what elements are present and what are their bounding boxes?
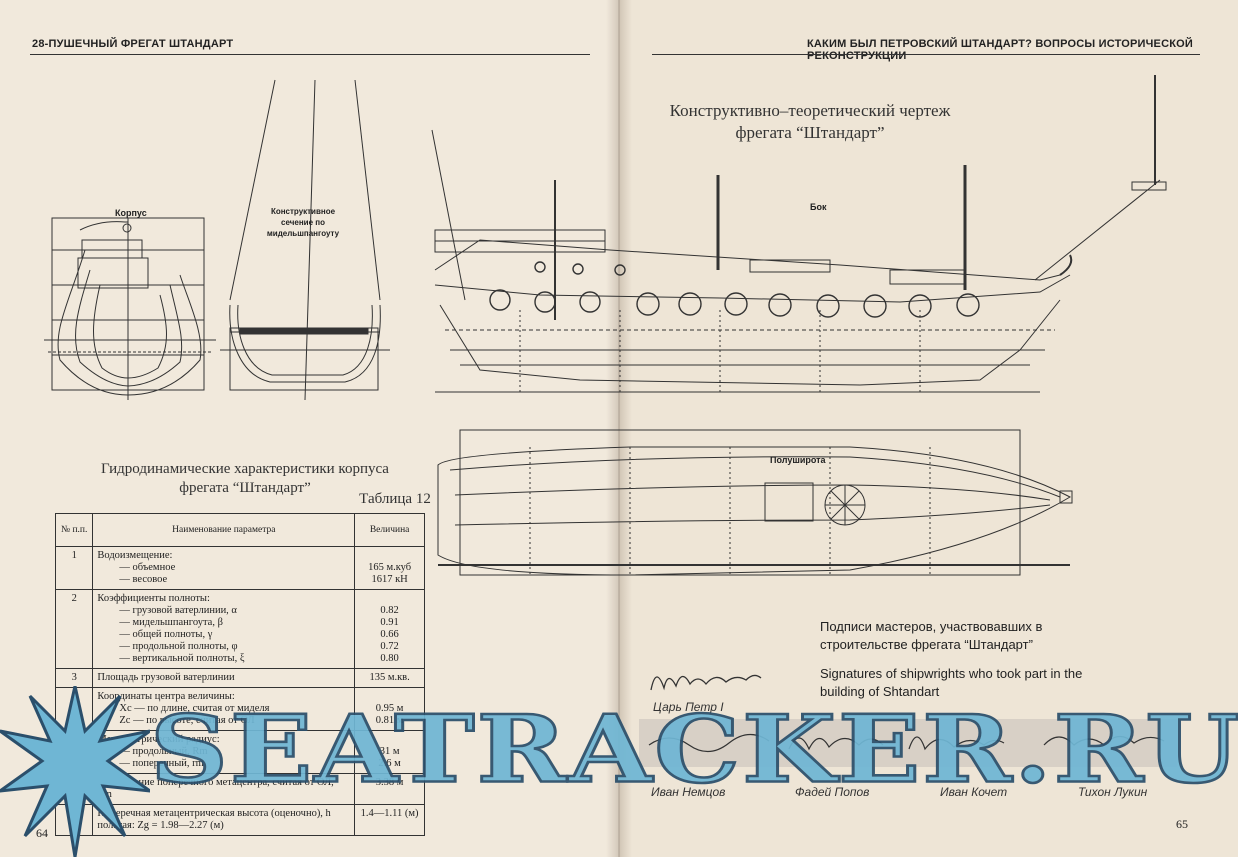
signature-name-lukin: Тихон Лукин — [1078, 785, 1148, 799]
table-title: Гидродинамические характеристики корпуса… — [101, 461, 389, 496]
watermark-text: SEATRACKER.RU — [149, 694, 1238, 805]
param-line: Xc — по длине, считая от миделя — [119, 703, 270, 714]
row-value: 0.82 0.91 0.66 0.72 0.80 — [354, 589, 425, 669]
param-line: — весовое — [119, 574, 168, 585]
param-line: Коэффициенты полноты: — [97, 593, 210, 604]
peter-signature — [650, 674, 762, 691]
value-line: 0.66 — [380, 629, 399, 640]
value-line: 0.95 м — [375, 703, 404, 714]
param-line: — поперечный, rm — [119, 758, 204, 769]
param-line: — грузовой ватерлинии, α — [119, 605, 237, 616]
watermark-star-icon — [0, 686, 150, 857]
section-label: Конструктивное сечение по мидельшпангоут… — [266, 207, 340, 238]
param-line: Zc — по высоте, считая от ОЛ — [119, 715, 255, 726]
table-row: 2 Коэффициенты полноты: — грузовой ватер… — [54, 589, 425, 669]
side-view-label: Бок — [810, 202, 827, 212]
row-parameter: Площадь грузовой ватерлинии — [92, 668, 356, 688]
value-line: 0.72 — [380, 641, 399, 652]
param-line: Водоизмещение: — [97, 550, 173, 561]
body-plan-label: Корпус — [115, 208, 147, 218]
signature-name-popov: Фадей Попов — [795, 785, 870, 799]
param-line: Поперечная метацентрическая высота (оцен… — [97, 808, 331, 819]
sheer-plan-drawing — [431, 75, 1167, 393]
col-number: № п.п. — [54, 513, 94, 547]
row-number: 1 — [54, 546, 94, 590]
signatures-image — [648, 733, 1165, 753]
signature-name-kochet: Иван Кочет — [940, 785, 1008, 799]
caption-russian: Подписи мастеров, участвовавших в строит… — [820, 619, 1043, 652]
param-line: — продольный, Rm — [119, 746, 208, 757]
table-row: 1 Водоизмещение: — объемное — весовое 16… — [54, 546, 425, 590]
param-line: — продольной полноты, φ — [119, 641, 238, 652]
param-line: Координаты центра величины: — [97, 691, 235, 702]
row-value: 0.95 м 0.81 м — [354, 687, 425, 731]
right-page-number: 65 — [1176, 817, 1188, 831]
row-number: 2 — [54, 589, 94, 669]
value-line: 31 м — [379, 746, 400, 757]
row-parameter: Метацентрический радиус: — продольный, R… — [92, 730, 356, 774]
value-line: 0.91 — [380, 617, 399, 628]
param-line: — общей полноты, γ — [119, 629, 213, 640]
half-breadth-drawing — [437, 429, 1073, 576]
left-header-rule — [30, 54, 590, 55]
caption-english: Signatures of shipwrights who took part … — [820, 666, 1083, 699]
value-line: 0.80 — [380, 653, 399, 664]
row-value: 135 м.кв. — [354, 668, 425, 688]
value-line: 2.6 м — [378, 758, 401, 769]
table-row: 3 Площадь грузовой ватерлинии 135 м.кв. — [54, 668, 425, 688]
row-value: 1.4—1.11 (м) — [354, 804, 425, 836]
row-value: 165 м.куб 1617 кН — [354, 546, 425, 590]
book-gutter — [606, 0, 632, 857]
right-running-header: КАКИМ БЫЛ ПЕТРОВСКИЙ ШТАНДАРТ? ВОПРОСЫ И… — [807, 38, 1193, 62]
right-header-rule — [652, 54, 1200, 55]
hydrodynamic-table: № п.п. Наименование параметра Величина 1… — [54, 513, 425, 836]
value-line: 1617 кН — [371, 574, 408, 585]
value-line: 165 м.куб — [368, 562, 412, 573]
body-plan-drawings — [44, 79, 390, 401]
value-line: 0.81 м — [375, 715, 404, 726]
row-parameter: Коэффициенты полноты: — грузовой ватерли… — [92, 589, 356, 669]
param-line: — мидельшпангоута, β — [119, 617, 223, 628]
col-parameter: Наименование параметра — [92, 513, 356, 547]
left-page-number: 64 — [36, 826, 48, 840]
left-running-header: 28-ПУШЕЧНЫЙ ФРЕГАТ ШТАНДАРТ — [32, 38, 234, 50]
param-line: — вертикальной полноты, ξ — [119, 653, 245, 664]
param-line: полагая: Zg = 1.98—2.27 (м) — [97, 820, 224, 831]
param-line: Метацентрический радиус: — [97, 734, 220, 745]
row-parameter: Водоизмещение: — объемное — весовое — [92, 546, 356, 590]
row-number: 3 — [54, 668, 94, 688]
row-parameter: Поперечная метацентрическая высота (оцен… — [92, 804, 356, 836]
table-label: Таблица 12 — [359, 491, 431, 507]
signature-name-nemtsov: Иван Немцов — [651, 785, 726, 799]
param-line: — объемное — [119, 562, 176, 573]
table-header-row: № п.п. Наименование параметра Величина — [54, 513, 425, 547]
col-value: Величина — [354, 513, 425, 547]
drawing-title: Конструктивно–теоретический чертеж фрега… — [669, 101, 951, 142]
signature-name-peter: Царь Петр I — [653, 700, 724, 714]
value-line: 0.82 — [380, 605, 399, 616]
right-page — [619, 0, 1238, 857]
half-breadth-label: Полуширота — [770, 455, 826, 465]
